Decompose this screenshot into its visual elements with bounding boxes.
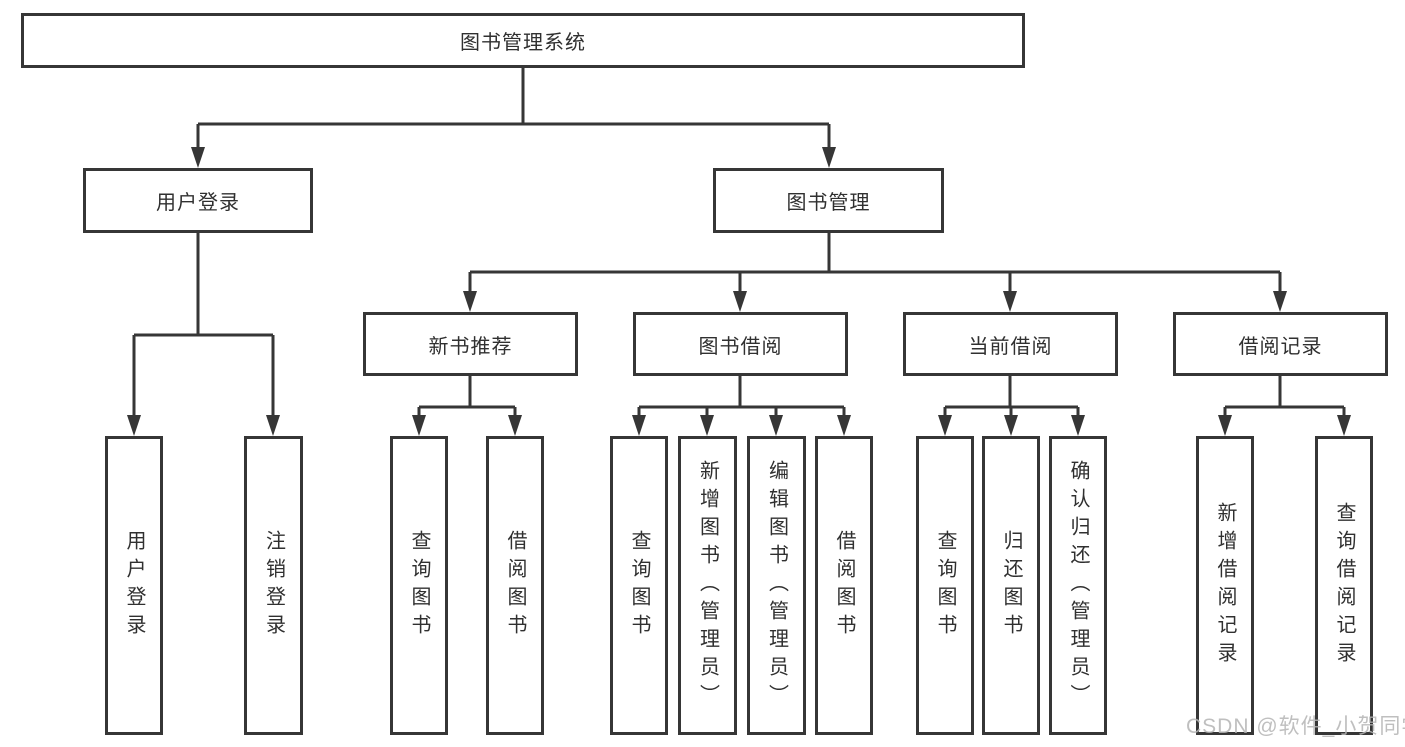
node-book-borrow: 图书借阅	[633, 312, 848, 376]
leaf-current-query-book: 查询图书	[916, 436, 974, 735]
node-root: 图书管理系统	[21, 13, 1025, 68]
leaf-query-borrow-record: 查询借阅记录	[1315, 436, 1373, 735]
leaf-label: 新增借阅记录	[1214, 501, 1236, 670]
leaf-borrow-query-book: 查询图书	[610, 436, 668, 735]
node-new-book-recommend-label: 新书推荐	[428, 335, 513, 358]
leaf-label: 查询图书	[628, 529, 650, 642]
leaf-label: 查询图书	[934, 529, 956, 642]
leaf-logout: 注销登录	[244, 436, 303, 735]
node-current-borrow: 当前借阅	[903, 312, 1118, 376]
leaf-label: 新增图书（管理员）	[696, 459, 719, 712]
csdn-watermark: CSDN @软件_小贺同学	[1186, 715, 1405, 738]
leaf-label: 注销登录	[262, 529, 285, 642]
leaf-add-book-admin: 新增图书（管理员）	[678, 436, 737, 735]
node-borrow-records: 借阅记录	[1173, 312, 1388, 376]
node-book-borrow-label: 图书借阅	[698, 335, 783, 358]
node-book-management-label: 图书管理	[786, 192, 871, 214]
node-current-borrow-label: 当前借阅	[968, 335, 1053, 358]
leaf-label: 借阅图书	[833, 529, 855, 642]
leaf-recommend-borrow-book: 借阅图书	[486, 436, 544, 735]
node-new-book-recommend: 新书推荐	[363, 312, 578, 376]
node-user-login: 用户登录	[83, 168, 313, 233]
leaf-label: 用户登录	[123, 529, 145, 642]
leaf-user-login-action: 用户登录	[105, 436, 163, 735]
leaf-label: 归还图书	[1000, 529, 1022, 642]
leaf-label: 确认归还（管理员）	[1067, 459, 1089, 712]
leaf-add-borrow-record: 新增借阅记录	[1196, 436, 1254, 735]
leaf-edit-book-admin: 编辑图书（管理员）	[747, 436, 806, 735]
leaf-label: 查询借阅记录	[1333, 501, 1355, 670]
leaf-confirm-return-admin: 确认归还（管理员）	[1049, 436, 1107, 735]
leaf-label: 借阅图书	[504, 529, 526, 642]
leaf-borrow-book: 借阅图书	[815, 436, 873, 735]
node-root-label: 图书管理系统	[460, 32, 586, 54]
leaf-return-book: 归还图书	[982, 436, 1040, 735]
leaf-recommend-query-book: 查询图书	[390, 436, 448, 735]
node-borrow-records-label: 借阅记录	[1238, 335, 1323, 358]
node-book-management: 图书管理	[713, 168, 944, 233]
leaf-label: 查询图书	[408, 529, 430, 642]
node-user-login-label: 用户登录	[156, 192, 240, 214]
leaf-label: 编辑图书（管理员）	[765, 459, 788, 712]
